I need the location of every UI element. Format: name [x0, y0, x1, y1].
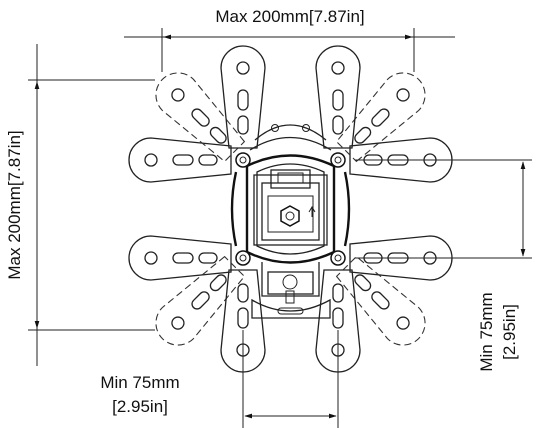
dimension-bottom-min: Min 75mm [2.95in]: [100, 330, 339, 428]
bottom-min-label-line2: [2.95in]: [112, 397, 168, 416]
mount-body: [230, 124, 351, 319]
right-min-label-line1: Min 75mm: [477, 292, 496, 371]
left-max-label: Max 200mm[7.87in]: [5, 130, 24, 279]
top-max-label: Max 200mm[7.87in]: [215, 7, 364, 26]
right-min-label-line2: [2.95in]: [500, 304, 519, 360]
bottom-min-label-line1: Min 75mm: [100, 373, 179, 392]
dimension-right-min: Min 75mm [2.95in]: [355, 159, 532, 372]
dimension-left-max: Max 200mm[7.87in]: [5, 44, 155, 366]
dimension-top-max: Max 200mm[7.87in]: [124, 7, 455, 72]
